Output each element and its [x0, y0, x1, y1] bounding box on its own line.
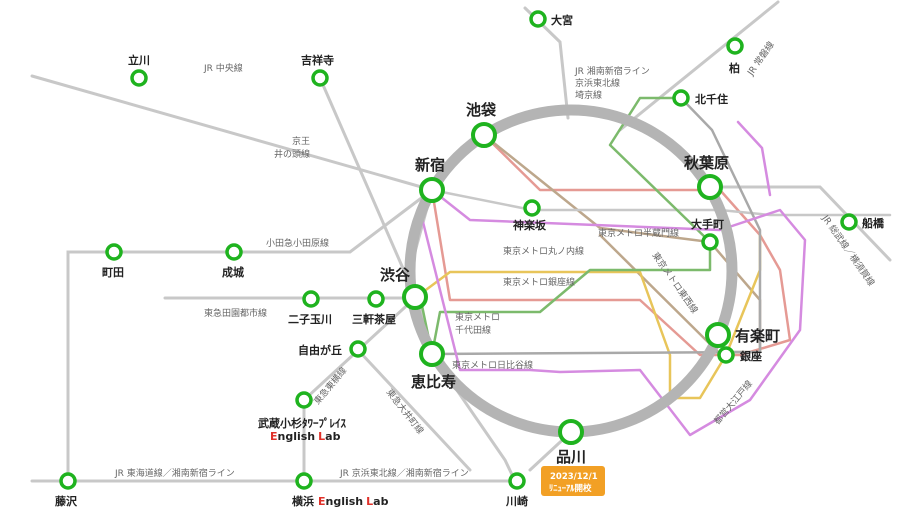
marunouchi-line-label: 東京メトロ丸ノ内線 — [503, 245, 584, 257]
station-marker-fujisawa[interactable] — [59, 472, 77, 490]
station-marker-futakotamagawa[interactable] — [302, 290, 320, 308]
station-name-kagurazaka: 神楽坂 — [513, 218, 547, 232]
station-marker-kagurazaka[interactable] — [523, 199, 541, 217]
station-marker-ginza[interactable] — [717, 346, 735, 364]
station-name-seijo: 成城 — [222, 265, 244, 279]
station-name-ikebukuro: 池袋 — [466, 101, 497, 119]
station-marker-shinagawa[interactable] — [558, 419, 584, 445]
chiyoda-line-label-1: 東京メトロ — [455, 311, 500, 323]
station-marker-tachikawa[interactable] — [130, 69, 148, 87]
toyoko-line-label: 東急東横線 — [311, 365, 349, 407]
shonan-line-label-3: 埼京線 — [575, 89, 602, 101]
marunouchi-line — [430, 133, 792, 357]
station-marker-akihabara[interactable] — [697, 174, 723, 200]
renewal-badge: 2023/12/1 ﾘﾆｭｰｱﾙ開校 — [541, 466, 605, 496]
station-markers — [59, 10, 858, 490]
station-name-tachikawa: 立川 — [128, 53, 150, 67]
station-marker-kichijoji[interactable] — [311, 69, 329, 87]
oimachi-line-label: 東急大井町線 — [384, 386, 427, 436]
jr-lines — [30, 0, 892, 483]
oedo-branch — [736, 120, 772, 197]
hibiya-line-label: 東京メトロ日比谷線 — [452, 359, 533, 371]
renewal-badge-text: ﾘﾆｭｰｱﾙ開校 — [549, 483, 592, 494]
station-marker-otemachi[interactable] — [701, 233, 719, 251]
station-marker-jiyugaoka[interactable] — [349, 340, 367, 358]
station-marker-sangenjaya[interactable] — [367, 290, 385, 308]
keio-line-label-1: 京王 — [292, 135, 310, 147]
station-name-kawasaki: 川崎 — [505, 494, 528, 508]
station-marker-seijo[interactable] — [225, 243, 243, 261]
station-name-fujisawa: 藤沢 — [55, 494, 78, 508]
hibiya-line — [430, 96, 762, 356]
station-marker-yurakucho[interactable] — [705, 322, 731, 348]
chuo-line — [30, 74, 434, 192]
station-name-ginza: 銀座 — [740, 349, 762, 363]
station-marker-musashikosugi[interactable] — [295, 391, 313, 409]
renewal-badge-bg — [541, 466, 605, 496]
station-name-futakotamagawa: 二子玉川 — [288, 313, 332, 326]
station-name-jiyugaoka: 自由が丘 — [298, 343, 342, 357]
station-names: 大宮 立川 吉祥寺 柏 北千住 池袋 新宿 秋葉原 船橋 神楽坂 大手町 町田 … — [55, 13, 885, 508]
chiyoda-line-label-2: 千代田線 — [455, 324, 491, 336]
station-marker-ikebukuro[interactable] — [471, 122, 497, 148]
station-marker-ebisu[interactable] — [419, 341, 445, 367]
station-name-shinagawa: 品川 — [556, 448, 586, 466]
shonan-line-label-1: JR 湘南新宿ライン — [574, 65, 650, 77]
keihin-line-label: JR 京浜東北線／湘南新宿ライン — [339, 467, 469, 479]
station-name-shibuya: 渋谷 — [380, 266, 411, 284]
station-name-ebisu: 恵比寿 — [411, 373, 456, 391]
hanzomon-line-label: 東京メトロ半蔵門線 — [598, 227, 679, 239]
station-name-musashikosugi: 武蔵小杉ﾀﾜｰﾌﾟﾚｲｽ — [258, 416, 346, 430]
oedo-line-label: 都営大江戸線 — [711, 378, 755, 427]
chuo-line-label: JR 中央線 — [203, 62, 243, 74]
tokaido-line-label: JR 東海道線／湘南新宿ライン — [114, 467, 235, 479]
station-marker-kawasaki[interactable] — [508, 472, 526, 490]
station-name-kashiwa: 柏 — [729, 61, 740, 75]
odakyu-line-label: 小田急小田原線 — [266, 237, 329, 249]
denentoshi-line-label: 東急田園都市線 — [204, 307, 267, 319]
station-marker-shinjuku[interactable] — [419, 177, 445, 203]
sobu-line — [708, 185, 892, 262]
station-marker-shibuya[interactable] — [402, 284, 428, 310]
keio-line — [318, 76, 417, 298]
station-name-machida: 町田 — [102, 266, 124, 279]
station-name-shinjuku: 新宿 — [415, 156, 445, 174]
metro-lines — [413, 96, 892, 437]
station-name-akihabara: 秋葉原 — [684, 154, 729, 172]
station-name-funabashi: 船橋 — [862, 216, 885, 230]
joban-line — [618, 0, 780, 132]
tozai-line-label: 東京メトロ東西線 — [650, 250, 701, 316]
station-marker-funabashi[interactable] — [840, 213, 858, 231]
station-name-sangenjaya: 三軒茶屋 — [352, 312, 396, 326]
station-marker-yokohama[interactable] — [295, 472, 313, 490]
keio-line-label-2: 井の頭線 — [274, 148, 310, 160]
station-marker-omiya[interactable] — [529, 10, 547, 28]
station-marker-kashiwa[interactable] — [726, 37, 744, 55]
station-marker-kitasenju[interactable] — [672, 89, 690, 107]
renewal-badge-date: 2023/12/1 — [550, 472, 598, 482]
ginza-line-label: 東京メトロ銀座線 — [503, 276, 575, 288]
station-name-omiya: 大宮 — [551, 13, 573, 27]
station-name-otemachi: 大手町 — [691, 217, 724, 231]
shonan-line-label-2: 京浜東北線 — [575, 77, 620, 89]
station-marker-machida[interactable] — [105, 243, 123, 261]
station-name-kichijoji: 吉祥寺 — [301, 53, 334, 67]
station-name-kitasenju: 北千住 — [695, 92, 728, 106]
oimachi-line — [356, 348, 472, 472]
joban-line-label: JR 常磐線 — [744, 39, 777, 78]
station-name-yurakucho: 有楽町 — [735, 327, 780, 345]
